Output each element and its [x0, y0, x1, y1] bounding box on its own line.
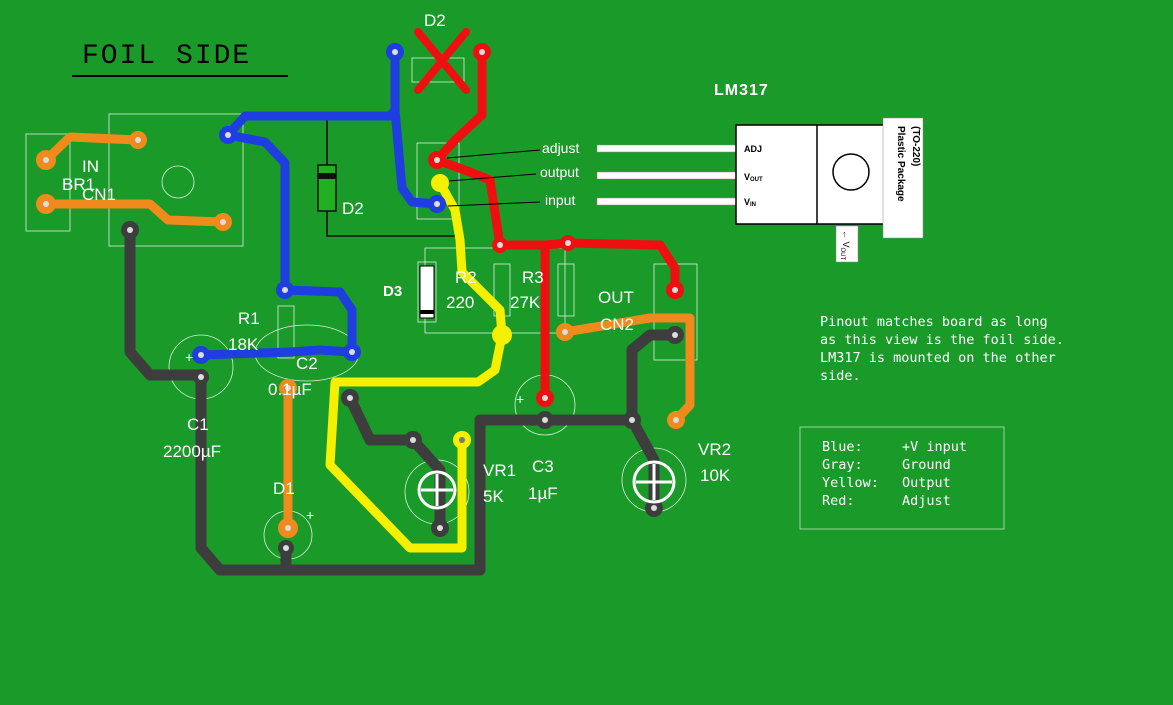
cn1-outline	[25, 133, 71, 232]
pads	[36, 43, 685, 556]
pkg-caption-line1: (TO-220)	[910, 126, 921, 166]
plus-c1: +	[185, 349, 193, 365]
label-vr2: VR2	[698, 440, 731, 459]
label-vr1-value: 5K	[483, 487, 504, 506]
label-cn2: CN2	[600, 315, 634, 334]
br1-hole	[161, 165, 195, 199]
label-r2-value: 220	[446, 293, 474, 312]
yellow-traces	[325, 178, 507, 553]
pin-lead-adj	[596, 144, 738, 153]
label-d2-top: D2	[424, 11, 446, 30]
label-in: IN	[82, 157, 99, 176]
plus-d1: +	[306, 507, 314, 523]
label-r1-value: 18K	[228, 335, 259, 354]
legend-value-yellow: Output	[902, 475, 951, 491]
label-c1-value: 2200µF	[163, 442, 221, 461]
label-out: OUT	[598, 288, 634, 307]
pin-lead-vin	[596, 197, 738, 206]
label-c2-value: 0.1µF	[268, 380, 312, 399]
label-c1: C1	[187, 415, 209, 434]
label-r3: R3	[522, 268, 544, 287]
pin-label-adjust: adjust	[542, 140, 579, 156]
label-cn1: CN1	[82, 185, 116, 204]
label-d2-mid: D2	[342, 199, 364, 218]
title-foil-side: FOIL SIDE	[82, 41, 251, 72]
legend-box	[799, 426, 1005, 530]
label-d3: D3	[383, 283, 402, 300]
pin-callout-lines	[446, 149, 541, 207]
pkg-caption-line2: Plastic Package	[895, 126, 906, 202]
legend-key-yellow: Yellow:	[822, 475, 879, 491]
legend-value-blue: +V input	[902, 439, 967, 455]
note-line-1: Pinout matches board as long	[820, 314, 1048, 330]
label-c2: C2	[296, 354, 318, 373]
label-br1: BR1	[62, 175, 95, 194]
d2-removed-x	[414, 28, 470, 94]
lm317-package-drawing: LM317 ADJ VOUT VIN (TO-220) Plastic Pack…	[596, 82, 924, 263]
pkg-label-vin: VIN	[744, 197, 756, 208]
note-line-3: LM317 is mounted on the other	[820, 350, 1056, 366]
note-line-2: as this view is the foil side.	[820, 332, 1064, 348]
d3-outline	[417, 261, 437, 323]
vout-tab-box	[835, 225, 859, 263]
r3-body	[557, 263, 575, 317]
label-d1: D1	[273, 479, 295, 498]
package-mount-hole	[832, 153, 870, 191]
legend-key-red: Red:	[822, 493, 855, 509]
legend-value-gray: Ground	[902, 457, 951, 473]
color-legend: Blue: +V input Gray: Ground Yellow: Outp…	[799, 426, 1005, 530]
d2-component	[317, 164, 337, 212]
r1-body	[277, 305, 295, 359]
package-caption-box	[882, 117, 924, 239]
label-vr2-value: 10K	[700, 466, 731, 485]
orange-traces	[41, 132, 695, 533]
pkg-label-vout: VOUT	[744, 172, 763, 183]
label-r2: R2	[455, 268, 477, 287]
red-traces	[432, 47, 680, 403]
plus-c3: +	[516, 391, 524, 407]
d3-band	[420, 310, 434, 314]
trimpot-crosses	[417, 460, 676, 510]
pkg-label-adj: ADJ	[744, 144, 762, 154]
label-c3-value: 1µF	[528, 484, 558, 503]
pin-lead-vout	[596, 171, 738, 180]
pin-label-output: output	[540, 164, 579, 180]
d3-body	[419, 265, 435, 319]
d2-band	[318, 173, 336, 179]
label-r1: R1	[238, 309, 260, 328]
legend-key-gray: Gray:	[822, 457, 863, 473]
pin-label-input: input	[545, 192, 575, 208]
legend-value-red: Adjust	[902, 493, 951, 509]
label-vr1: VR1	[483, 461, 516, 480]
d2-jumper-wire	[326, 116, 460, 237]
label-r3-value: 27K	[510, 293, 541, 312]
lm317-title: LM317	[714, 82, 769, 99]
vout-tab-label: ← VOUT	[839, 230, 851, 261]
legend-key-blue: Blue:	[822, 439, 863, 455]
blue-traces	[196, 47, 442, 360]
label-c3: C3	[532, 457, 554, 476]
reg-outline	[416, 142, 460, 220]
note-line-4: side.	[820, 368, 861, 384]
br1-outline	[108, 113, 244, 247]
